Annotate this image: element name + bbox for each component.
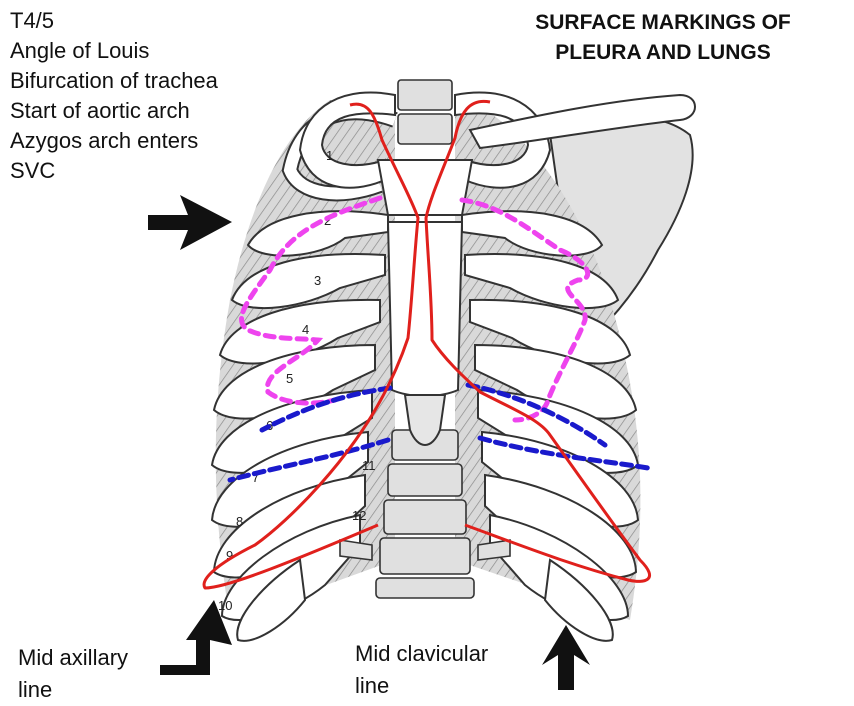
title-line-1: SURFACE MARKINGS OF bbox=[498, 8, 828, 38]
rib-number: 10 bbox=[218, 598, 232, 613]
rib-number: 1 bbox=[326, 148, 333, 163]
rib-number: 5 bbox=[286, 371, 293, 386]
right-arrow-icon bbox=[148, 195, 232, 250]
note-line: Start of aortic arch bbox=[10, 96, 218, 126]
diagram-title: SURFACE MARKINGS OF PLEURA AND LUNGS bbox=[498, 8, 828, 68]
rib-number: 4 bbox=[302, 322, 309, 337]
mid-clavicular-label: Mid clavicular line bbox=[355, 638, 488, 702]
mid-clavicular-label-line-2: line bbox=[355, 670, 488, 702]
note-line: Bifurcation of trachea bbox=[10, 66, 218, 96]
mid-clavicular-label-line-1: Mid clavicular bbox=[355, 638, 488, 670]
mid-axillary-label: Mid axillary line bbox=[18, 642, 128, 706]
mid-axillary-label-line-1: Mid axillary bbox=[18, 642, 128, 674]
title-line-2: PLEURA AND LUNGS bbox=[498, 38, 828, 68]
rib-number: 12 bbox=[352, 508, 366, 523]
rib-number: 3 bbox=[314, 273, 321, 288]
note-line: Azygos arch enters bbox=[10, 126, 218, 156]
landmark-notes: T4/5 Angle of Louis Bifurcation of trach… bbox=[10, 6, 218, 186]
note-line: T4/5 bbox=[10, 6, 218, 36]
rib-number: 8 bbox=[236, 514, 243, 529]
note-line: Angle of Louis bbox=[10, 36, 218, 66]
note-line: SVC bbox=[10, 156, 218, 186]
rib-number: 11 bbox=[362, 458, 376, 473]
mid-axillary-label-line-2: line bbox=[18, 674, 128, 706]
mid-clavicular-arrow-icon bbox=[542, 625, 590, 690]
